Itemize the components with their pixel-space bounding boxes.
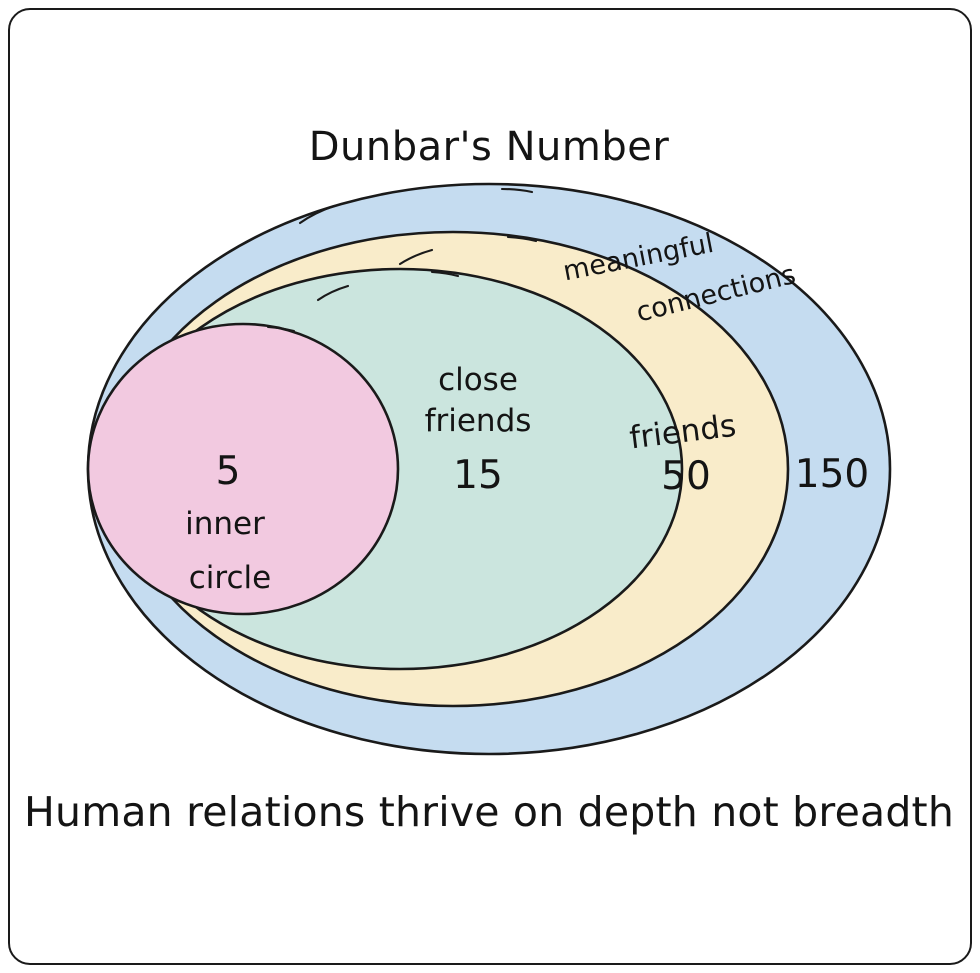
close-friends-label-line2: friends [425, 403, 532, 439]
outer-value: 150 [795, 452, 869, 497]
sketch-overshoot-50-b [506, 235, 538, 243]
caption: Human relations thrive on depth not brea… [24, 788, 954, 836]
close-friends-label-line1: close [438, 362, 518, 398]
sketch-overshoot-5-a [266, 325, 296, 333]
ellipse-5 [86, 322, 400, 616]
inner-circle-label-line1: inner [185, 506, 265, 542]
inner-circle-label-line2: circle [189, 560, 271, 596]
page-title: Dunbar's Number [309, 124, 670, 170]
friends-value: 50 [661, 454, 711, 499]
sketch-overshoot-150-b [500, 187, 534, 194]
sketch-overshoot-150-a [298, 204, 336, 225]
sketch-overshoot-50-a [398, 248, 434, 266]
close-friends-value: 15 [453, 453, 503, 498]
layer-inner-circle [86, 322, 400, 616]
sketch-overshoot-15-a [316, 284, 350, 302]
sketch-overshoot-15-b [430, 270, 460, 278]
inner-circle-value: 5 [216, 449, 241, 494]
